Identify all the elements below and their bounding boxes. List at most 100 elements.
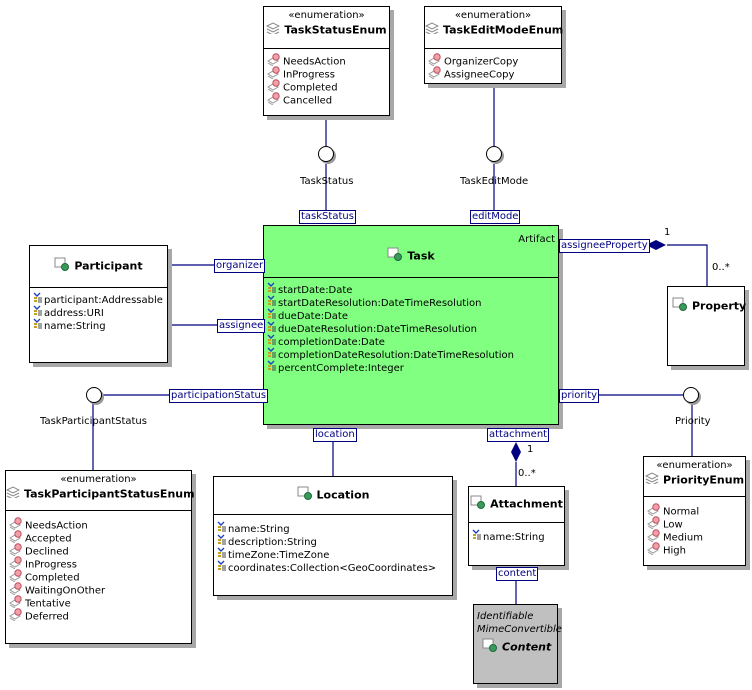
enum-literal-row[interactable]: Deferred	[9, 608, 191, 623]
enumeration-icon	[266, 22, 281, 39]
attribute-row[interactable]: name:String	[217, 521, 452, 535]
enum-taskparticipantstatus[interactable]: «enumeration» TaskParticipantStatusEnum …	[5, 470, 195, 644]
attribute-row[interactable]: completionDateResolution:DateTimeResolut…	[267, 347, 558, 363]
enum-literal-row[interactable]: Tentative	[9, 595, 191, 610]
enum-literal-row[interactable]: Normal	[647, 503, 745, 518]
enum-literal-row[interactable]: NeedsAction	[9, 517, 191, 532]
interface-lollipop-priority[interactable]	[683, 387, 699, 403]
role-label-priority[interactable]: priority	[559, 389, 600, 403]
enum-literal-row[interactable]: InProgress	[267, 66, 389, 81]
enum-literal-icon	[9, 569, 23, 586]
enum-literal-row[interactable]: Medium	[647, 529, 745, 544]
class-icon	[672, 297, 688, 316]
interface-label-taskstatus: TaskStatus	[300, 176, 354, 187]
interface-lollipop-taskstatus[interactable]	[318, 146, 334, 162]
enum-literal-row[interactable]: Completed	[9, 569, 191, 584]
enum-literal-icon	[267, 92, 281, 109]
enum-literal-text: Tentative	[25, 598, 71, 610]
interface-lollipop-taskparticipantstatus[interactable]	[86, 387, 102, 403]
attribute-row[interactable]: startDateResolution:DateTimeResolution	[267, 295, 558, 309]
enum-literal-row[interactable]: WaitingOnOther	[9, 582, 191, 597]
enum-literal-icon	[267, 66, 281, 83]
enum-literal-icon	[9, 530, 23, 547]
role-label-assigneeproperty[interactable]: assigneeProperty	[559, 239, 650, 253]
attribute-row[interactable]: startDate:Date	[267, 282, 558, 296]
enum-literal-row[interactable]: NeedsAction	[267, 53, 389, 68]
class-icon	[482, 638, 498, 657]
attribute-row[interactable]: timeZone:TimeZone	[217, 547, 452, 561]
role-label-participationstatus[interactable]: participationStatus	[169, 389, 269, 403]
enum-literal-icon	[647, 503, 661, 520]
enum-literal-row[interactable]: InProgress	[9, 556, 191, 571]
enum-taskeditmode[interactable]: «enumeration» TaskEditModeEnum Organizer…	[424, 6, 564, 84]
multiplicity-assigneeproperty-part: 0..*	[712, 262, 730, 273]
class-property[interactable]: Property	[667, 286, 746, 366]
attribute-row[interactable]: coordinates:Collection<GeoCoordinates>	[217, 560, 452, 574]
class-name: Participant	[74, 259, 143, 273]
interface-lollipop-taskeditmode[interactable]	[486, 146, 502, 162]
enum-literal-row[interactable]: Completed	[267, 79, 389, 94]
enum-taskstatus[interactable]: «enumeration» TaskStatusEnum NeedsAction…	[263, 6, 390, 116]
enum-literal-icon	[647, 542, 661, 559]
attribute-row[interactable]: address:URI	[33, 305, 167, 319]
enum-literal-row[interactable]: Cancelled	[267, 92, 389, 107]
enum-literal-row[interactable]: Low	[647, 516, 745, 531]
attribute-icon	[267, 334, 276, 350]
class-name: Location	[316, 488, 370, 502]
class-attributes: name:String	[469, 523, 564, 543]
role-label-assignee[interactable]: assignee	[217, 319, 266, 333]
attribute-icon	[267, 321, 276, 337]
enum-literal-row[interactable]: AssigneeCopy	[428, 66, 561, 81]
enumeration-icon	[5, 486, 21, 503]
enum-literal-text: Completed	[25, 572, 80, 584]
enum-literal-text: High	[663, 545, 686, 557]
multiplicity-attachment-part: 0..*	[518, 468, 536, 479]
interface-label-taskeditmode: TaskEditMode	[460, 176, 529, 187]
attribute-text: startDateResolution:DateTimeResolution	[278, 298, 482, 309]
enum-name: TaskEditModeEnum	[443, 23, 564, 37]
enum-literal-text: InProgress	[25, 559, 77, 571]
role-label-location[interactable]: location	[313, 428, 357, 442]
role-label-taskstatus[interactable]: taskStatus	[299, 210, 356, 224]
attribute-row[interactable]: dueDate:Date	[267, 308, 558, 322]
attribute-row[interactable]: dueDateResolution:DateTimeResolution	[267, 321, 558, 337]
enum-literal-text: Normal	[663, 506, 700, 518]
class-attachment[interactable]: Attachment name:String	[468, 486, 565, 566]
enum-name: PriorityEnum	[662, 473, 745, 487]
attribute-row[interactable]: percentComplete:Integer	[267, 360, 558, 376]
class-stereotype-corner: Artifact	[518, 234, 555, 245]
role-label-content[interactable]: content	[496, 567, 539, 581]
interface-label-taskparticipantstatus: TaskParticipantStatus	[40, 416, 147, 427]
enum-literal-row[interactable]: OrganizerCopy	[428, 53, 561, 68]
composition-diamond-assignee-property	[646, 240, 666, 250]
enum-literal-text: Low	[663, 519, 683, 531]
enum-literal-row[interactable]: High	[647, 542, 745, 557]
class-content[interactable]: Identifiable MimeConvertible Content	[473, 604, 562, 684]
role-label-editmode[interactable]: editMode	[470, 210, 521, 224]
enum-literal-row[interactable]: Accepted	[9, 530, 191, 545]
attribute-row[interactable]: name:String	[472, 529, 564, 543]
attribute-row[interactable]: completionDate:Date	[267, 334, 558, 350]
attribute-row[interactable]: description:String	[217, 534, 452, 548]
attribute-icon	[267, 360, 276, 376]
attribute-row[interactable]: name:String	[33, 318, 167, 332]
enum-literal-row[interactable]: Declined	[9, 543, 191, 558]
multiplicity-assigneeproperty-owner: 1	[664, 227, 671, 238]
enum-literal-icon	[9, 608, 23, 625]
role-label-attachment[interactable]: attachment	[487, 428, 550, 442]
attribute-icon	[267, 347, 276, 363]
enum-literal-text: NeedsAction	[283, 56, 346, 68]
class-task[interactable]: Artifact Task startDate:Date startDateRes…	[263, 225, 559, 425]
class-name: Task	[407, 249, 435, 263]
enum-literal-icon	[9, 582, 23, 599]
role-label-organizer[interactable]: organizer	[214, 259, 266, 273]
multiplicity-attachment-owner: 1	[527, 444, 534, 455]
attribute-row[interactable]: participant:Addressable	[33, 292, 167, 306]
